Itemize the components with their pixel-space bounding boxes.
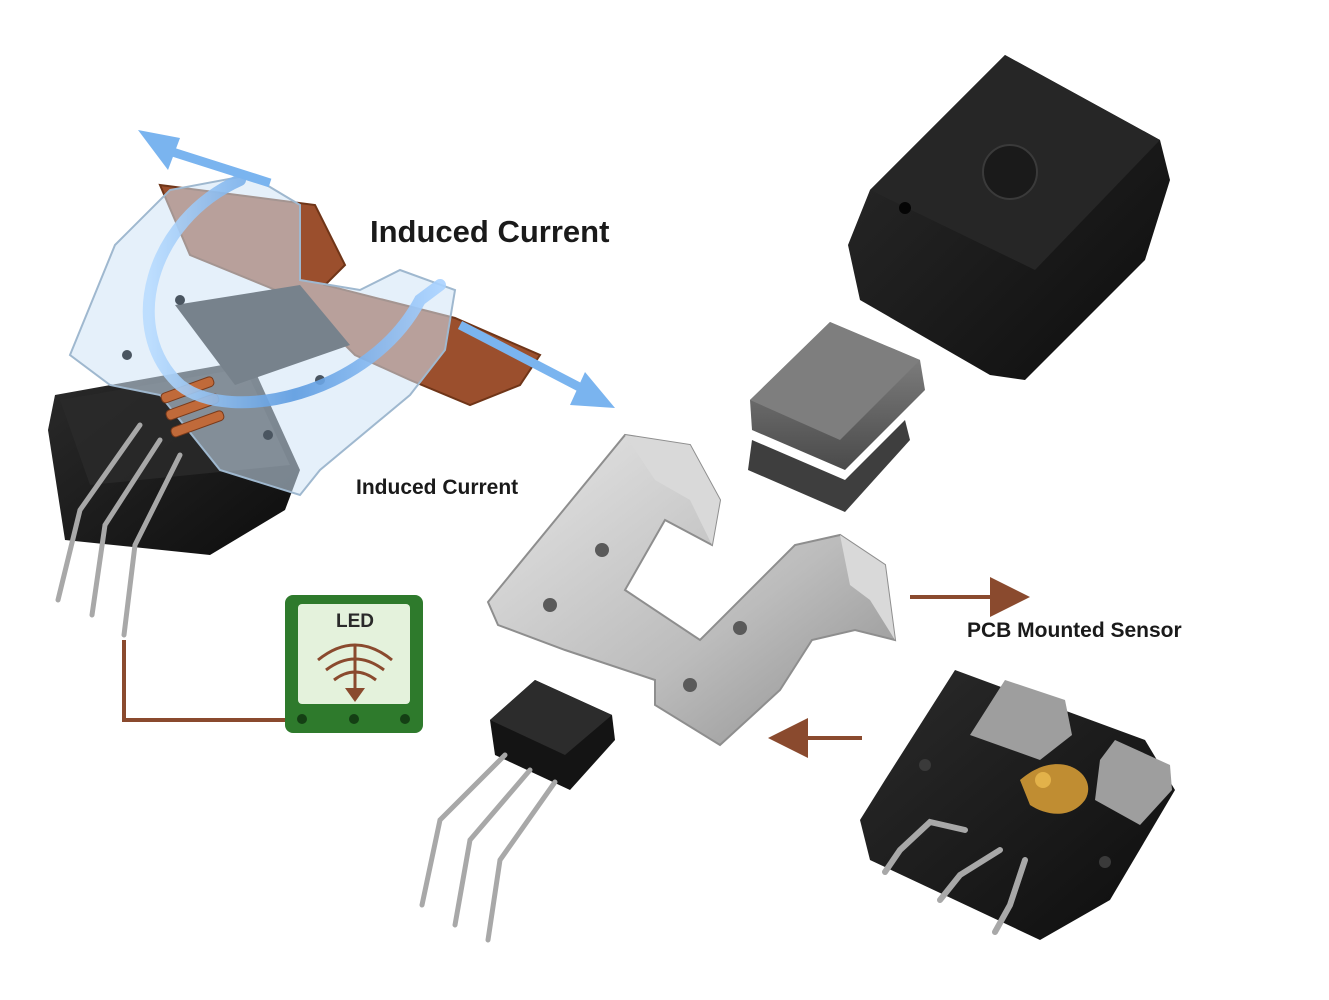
- led-indicator-board: [285, 595, 423, 733]
- assembled-current-sensor: [48, 130, 615, 638]
- three-pin-hall-ic: [419, 680, 615, 943]
- pcb-mounted-sensor-part: [860, 670, 1175, 940]
- induced-current-title: Induced Current: [370, 214, 610, 249]
- induced-current-label: Induced Current: [356, 476, 519, 499]
- magnetic-core: [748, 322, 925, 512]
- current-arrow-upper-left: [138, 130, 272, 188]
- aluminum-bracket: [486, 433, 897, 747]
- bracket-holes: [543, 543, 747, 692]
- black-cover-cap: [848, 55, 1170, 380]
- led-board-contacts: [297, 714, 410, 724]
- sensor-pins: [55, 422, 183, 638]
- cap-button: [982, 144, 1038, 200]
- led-label: LED: [336, 611, 374, 632]
- led-radiation-icon: [317, 643, 393, 690]
- pcb-mounted-sensor-label: PCB Mounted Sensor: [967, 619, 1182, 642]
- current-arrow-lower-right: [457, 321, 615, 408]
- led-connection-wire: [122, 640, 285, 722]
- induced-current-path: [142, 174, 446, 409]
